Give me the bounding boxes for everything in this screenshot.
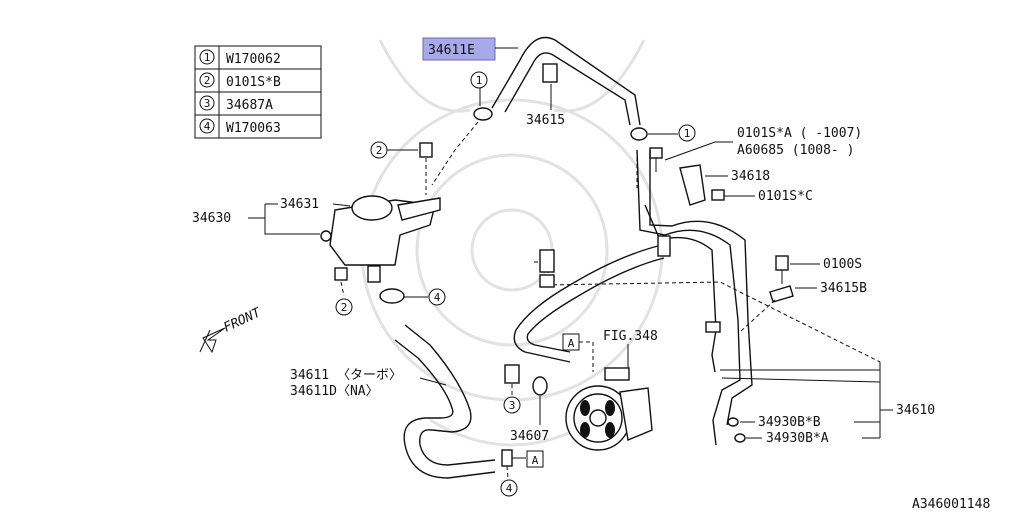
hose-clamp <box>630 127 648 141</box>
hose-clamp <box>539 249 555 288</box>
reservoir-tank <box>320 195 441 266</box>
callout-34615: 34615 <box>526 113 565 128</box>
callout-34930B-A: 34930B*A <box>766 431 829 446</box>
callout-34630: 34630 <box>192 211 231 226</box>
legend-num: 3 <box>204 97 211 110</box>
front-arrow-icon <box>199 327 226 354</box>
reference-label: A <box>568 337 575 350</box>
marker-3: 3 <box>503 396 521 414</box>
marker-num: 1 <box>476 74 483 87</box>
marker-num: 4 <box>506 482 513 495</box>
callout-34631: 34631 <box>280 197 319 212</box>
bolt <box>334 267 348 281</box>
gasket-34607 <box>532 376 548 396</box>
legend-table: 1 W170062 2 0101S*B 3 34687A 4 W170063 <box>194 45 322 139</box>
diagram-id: A346001148 <box>912 497 990 512</box>
callout-34611: 34611 〈ターボ〉 <box>290 368 402 383</box>
reference-label: A <box>532 454 539 467</box>
callout-34607: 34607 <box>510 429 549 444</box>
bolt <box>419 142 433 158</box>
hose-clamp <box>501 449 513 467</box>
legend-num: 4 <box>204 120 211 133</box>
legend-code: W170063 <box>226 121 281 136</box>
front-label: FRONT <box>221 305 264 336</box>
marker-1-upper-left: 1 <box>470 71 488 89</box>
bracket-34618 <box>679 164 706 206</box>
callout-label: 34611E <box>428 43 475 58</box>
clip-34615 <box>542 63 558 83</box>
marker-2-lower: 2 <box>335 298 353 316</box>
reference-box-A-lower: A <box>526 450 544 468</box>
marker-num: 2 <box>341 301 348 314</box>
legend-row-3: 3 34687A <box>199 95 273 113</box>
union-fitting <box>504 364 520 384</box>
legend-num: 1 <box>204 51 211 64</box>
legend-num: 2 <box>204 74 211 87</box>
callout-34618: 34618 <box>731 169 770 184</box>
callout-34611E-highlighted[interactable]: 34611E <box>422 37 496 61</box>
o-ring <box>727 417 746 443</box>
legend-code: 0101S*B <box>226 75 281 90</box>
marker-num: 2 <box>376 144 383 157</box>
marker-2-upper: 2 <box>370 141 388 159</box>
power-steering-pump <box>565 367 653 451</box>
callout-0101S-A: 0101S*A ( -1007) <box>737 126 862 141</box>
callout-34930B-B: 34930B*B <box>758 415 821 430</box>
suction-hose-34611 <box>394 324 496 479</box>
marker-num: 1 <box>684 127 691 140</box>
reference-box-A-upper: A <box>562 333 580 351</box>
legend-row-1: 1 W170062 <box>199 49 281 67</box>
callout-34610: 34610 <box>896 403 935 418</box>
callout-34611D: 34611D〈NA〉 <box>290 384 379 399</box>
callout-A60685: A60685 (1008- ) <box>737 143 854 158</box>
return-hose-34611E <box>491 36 641 126</box>
marker-4-lower: 4 <box>500 479 518 497</box>
legend-row-2: 2 0101S*B <box>199 72 281 90</box>
legend-code: W170062 <box>226 52 281 67</box>
marker-4-upper: 4 <box>428 288 446 306</box>
callout-34615B: 34615B <box>820 281 867 296</box>
clip-34615B <box>769 285 794 303</box>
legend-code: 34687A <box>226 98 273 113</box>
bolt <box>649 147 663 172</box>
hose-clamp <box>367 265 405 304</box>
callout-0100S: 0100S <box>823 257 862 272</box>
hose-clamp <box>473 107 493 121</box>
callout-0101S-C: 0101S*C <box>758 189 813 204</box>
bolt <box>711 189 725 201</box>
bolt <box>775 255 789 284</box>
pipe-assembly-34610 <box>636 149 753 446</box>
marker-1-right: 1 <box>678 124 696 142</box>
marker-num: 4 <box>434 291 441 304</box>
marker-num: 3 <box>509 399 516 412</box>
legend-row-4: 4 W170063 <box>199 118 281 136</box>
callout-fig348: FIG.348 <box>603 329 658 344</box>
